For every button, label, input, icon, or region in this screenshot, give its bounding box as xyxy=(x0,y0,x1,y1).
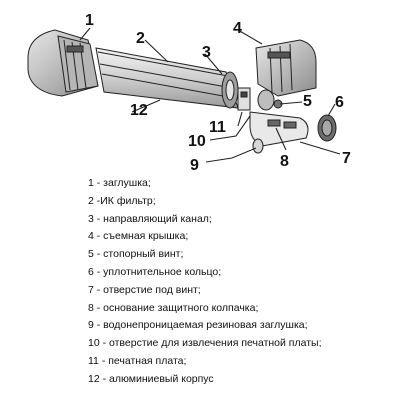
legend-item: 11 - печатная плата; xyxy=(88,354,187,367)
removable-cover xyxy=(255,39,317,97)
legend-item: 4 - съемная крышка; xyxy=(88,230,189,243)
legend-item: 1 - заглушка; xyxy=(88,177,151,189)
legend-item: 12 - алюминиевый корпус xyxy=(88,372,214,385)
callout-9: 9 xyxy=(190,157,199,174)
exploded-view-diagram: 1 2 3 4 5 6 7 8 9 10 11 12 xyxy=(27,12,351,174)
callout-2: 2 xyxy=(136,30,145,47)
rubber-plug xyxy=(252,138,264,154)
legend-item: 2 -ИК фильтр; xyxy=(88,194,156,207)
callout-5: 5 xyxy=(303,93,312,110)
aluminium-body xyxy=(95,47,239,109)
protective-cap-base xyxy=(249,89,309,147)
leader-lines xyxy=(79,27,341,163)
legend-item: 8 - основание защитного колпачка; xyxy=(88,301,259,314)
pcb xyxy=(237,87,251,111)
callout-7: 7 xyxy=(342,150,351,167)
parts-legend: 1 - заглушка; 2 -ИК фильтр; 3 - направля… xyxy=(88,175,322,389)
callout-6: 6 xyxy=(335,94,344,111)
legend-item: 6 - уплотнительное кольцо; xyxy=(88,265,222,278)
callout-4: 4 xyxy=(233,20,242,37)
callout-10: 10 xyxy=(188,133,206,150)
legend-item: 3 - направляющий канал; xyxy=(88,212,212,225)
callout-12: 12 xyxy=(130,102,148,119)
guide-channel xyxy=(221,71,239,109)
legend-item: 7 - отверстие под винт; xyxy=(88,283,201,296)
callout-8: 8 xyxy=(280,153,289,170)
end-cap xyxy=(27,29,99,97)
callout-1: 1 xyxy=(85,12,94,29)
legend-item: 9 - водонепроницаемая резиновая заглушка… xyxy=(88,319,308,332)
callout-3: 3 xyxy=(202,44,211,61)
legend-item: 5 - стопорный винт; xyxy=(88,248,184,261)
legend-item: 10 - отверстие для извлечения печатной п… xyxy=(88,337,322,350)
callout-11: 11 xyxy=(209,119,226,136)
sealing-ring xyxy=(317,114,337,142)
